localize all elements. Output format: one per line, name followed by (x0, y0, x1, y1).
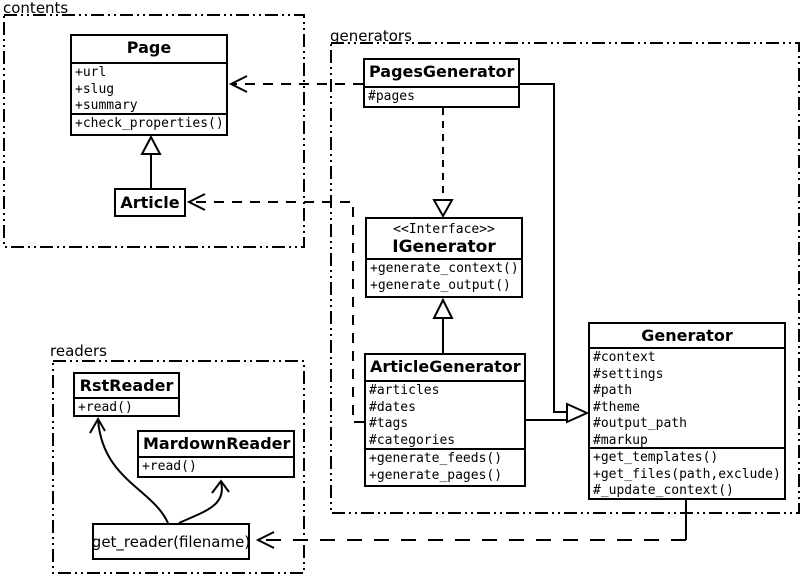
attribute: #markup (593, 432, 648, 448)
edge-pagesgenerator-depends-page (228, 75, 363, 93)
class-title-articlegenerator: ArticleGenerator (366, 355, 524, 382)
generators-package-label: generators (330, 27, 412, 45)
class-attributes-articlegenerator: #articles #dates #tags #categories (366, 382, 524, 450)
function-label-get-reader: get_reader(filename) (91, 532, 251, 551)
attribute: #dates (369, 399, 416, 415)
class-box-igenerator: <<Interface>> IGenerator +generate_conte… (365, 217, 523, 298)
class-box-articlegenerator: ArticleGenerator #articles #dates #tags … (364, 353, 526, 487)
edge-articlegenerator-depends-article (186, 193, 364, 423)
edge-articlegenerator-inherits-generator (526, 402, 590, 424)
class-title-igenerator: <<Interface>> IGenerator (367, 219, 521, 260)
attribute: #tags (369, 416, 409, 431)
generators-package-border (330, 42, 800, 514)
attribute: #context (593, 350, 656, 365)
attribute: +summary (75, 98, 138, 113)
class-title-mardownreader: MardownReader (139, 432, 293, 458)
class-title-generator: Generator (590, 324, 784, 349)
attribute: #theme (593, 399, 640, 415)
method: +get_templates() (593, 450, 719, 465)
method: +generate_pages() (369, 467, 503, 483)
edge-pagesgenerator-inherits-generator (520, 83, 567, 413)
class-title-rstreader: RstReader (75, 374, 178, 399)
edge-generator-depends-getreader (255, 500, 687, 549)
class-attributes-page: +url +slug +summary (72, 64, 226, 115)
class-methods-generator: +get_templates() +get_files(path,exclude… (590, 449, 784, 501)
class-methods-mardownreader: +read() (139, 458, 293, 477)
class-title-article: Article (120, 193, 180, 212)
class-methods-page: +check_properties() (72, 115, 226, 134)
method: +get_files(path,exclude) (593, 466, 781, 482)
class-title-page: Page (72, 36, 226, 64)
function-box-get-reader: get_reader(filename) (92, 523, 250, 560)
readers-package-label: readers (50, 342, 107, 360)
attribute: +slug (75, 81, 115, 97)
edge-getreader-to-mardownreader (178, 479, 230, 524)
method: +generate_output() (370, 277, 511, 293)
contents-package-label: contents (3, 0, 69, 17)
attribute: +url (75, 65, 107, 80)
interface-stereotype: <<Interface>> (393, 222, 495, 237)
class-title-pagesgenerator: PagesGenerator (365, 60, 518, 88)
class-box-pagesgenerator: PagesGenerator #pages (363, 58, 520, 108)
attribute: #articles (369, 383, 440, 398)
attribute: #path (593, 383, 633, 398)
method: +check_properties() (75, 116, 224, 131)
class-box-mardownreader: MardownReader +read() (137, 430, 295, 478)
class-box-page: Page +url +slug +summary +check_properti… (70, 34, 228, 136)
method: +read() (142, 458, 197, 474)
readers-package-border (52, 360, 305, 574)
class-attributes-generator: #context #settings #path #theme #output_… (590, 349, 784, 449)
class-methods-igenerator: +generate_context() +generate_output() (367, 260, 521, 295)
method: +generate_context() (370, 261, 519, 276)
attribute: #categories (369, 432, 456, 448)
attribute: #output_path (593, 416, 687, 431)
class-box-generator: Generator #context #settings #path #them… (588, 322, 786, 500)
class-methods-rstreader: +read() (75, 399, 178, 418)
interface-name: IGenerator (392, 237, 496, 257)
attribute: #settings (593, 366, 664, 382)
edge-pagesgenerator-realizes-igenerator (432, 108, 454, 219)
method: +generate_feeds() (369, 451, 503, 466)
method: +read() (78, 400, 133, 415)
class-attributes-pagesgenerator: #pages (365, 88, 518, 107)
method: #_update_context() (593, 483, 734, 498)
class-box-article: Article (114, 188, 186, 217)
attribute: #pages (368, 88, 415, 104)
edge-articlegenerator-inherits-igenerator (432, 297, 454, 353)
contents-package-border (3, 14, 305, 248)
class-methods-articlegenerator: +generate_feeds() +generate_pages() (366, 450, 524, 485)
edge-getreader-to-rstreader (89, 417, 169, 524)
class-box-rstreader: RstReader +read() (73, 372, 180, 417)
